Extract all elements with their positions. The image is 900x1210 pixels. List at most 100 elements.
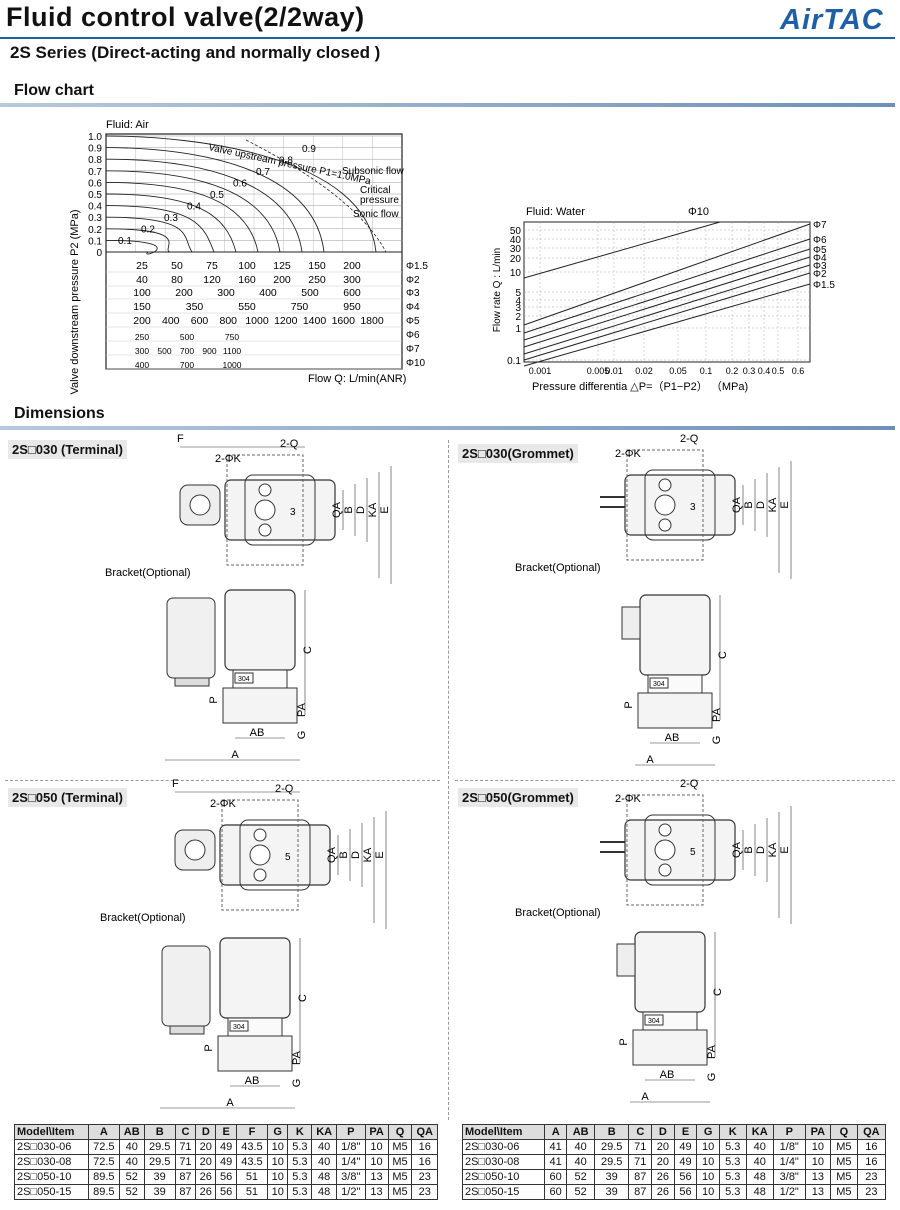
air-ytick: 0.1 [88, 236, 102, 247]
dimension-label: E [374, 851, 386, 858]
phik-label: 2-ΦK [615, 448, 642, 460]
grommet [616, 943, 636, 977]
scale-value: 1000 [223, 360, 242, 370]
table-cell: 13 [804, 1169, 832, 1185]
curve-label: 0.2 [141, 225, 155, 236]
air-ytick: 0.3 [88, 213, 102, 224]
scale-value: 125 [273, 260, 291, 272]
table-cell: M5 [830, 1139, 858, 1155]
scale-value: 400 [135, 360, 149, 370]
air-ytick: 0.7 [88, 167, 102, 178]
q-label: 2-Q [680, 778, 699, 790]
curve-label: 0.8 [279, 156, 293, 167]
table-cell: 52 [118, 1184, 145, 1200]
table-cell: 52 [566, 1184, 595, 1200]
port-circle [254, 499, 276, 521]
water-xtick: 0.02 [635, 366, 653, 376]
scale-value: 500 [301, 287, 319, 299]
table-cell: 41 [543, 1154, 568, 1170]
table-cell: 52 [118, 1169, 145, 1185]
air-ytick: 0.4 [88, 202, 102, 213]
table-cell: 23 [411, 1169, 438, 1185]
scale-value: 400 [162, 315, 180, 327]
scale-value: 700 [180, 360, 194, 370]
dimension-label: PA [706, 1044, 718, 1059]
dimension-label: C [302, 646, 314, 654]
scale-value: 950 [343, 301, 361, 313]
table-cell: 10 [696, 1139, 720, 1155]
table-cell: 5.3 [718, 1139, 747, 1155]
dimension-label: A [231, 749, 239, 761]
scale-value: 160 [238, 274, 256, 286]
scale-value: 750 [291, 301, 309, 313]
water-ytick: 0.1 [507, 356, 521, 367]
table-cell: 16 [856, 1154, 887, 1170]
table-header-cell: QA [411, 1124, 438, 1140]
table-cell: 87 [174, 1169, 197, 1185]
curve-label: 0.4 [187, 202, 201, 213]
dimension-label: QA [731, 496, 743, 513]
f-label: F [172, 778, 179, 790]
dimension-label: C [712, 988, 724, 996]
table-header-cell: PA [804, 1124, 832, 1140]
terminal-connector [166, 597, 216, 679]
table-cell: 13 [364, 1169, 389, 1185]
dimension-label: G [711, 736, 723, 745]
dimension-label: D [350, 851, 362, 859]
table-cell: 52 [566, 1169, 595, 1185]
table-cell: 20 [195, 1154, 217, 1170]
air-fluid-label: Fluid: Air [106, 119, 149, 131]
water-ytick: 40 [510, 235, 522, 246]
scale-value: 700 [180, 346, 194, 356]
table-header-cell: Q [830, 1124, 858, 1140]
port-number: 3 [290, 507, 296, 518]
dimension-label: B [743, 501, 755, 508]
port-body [632, 1029, 708, 1066]
dimension-label: B [743, 846, 755, 853]
table-cell: 10 [696, 1184, 720, 1200]
f-label: F [177, 433, 184, 445]
material-tag: 304 [653, 681, 665, 688]
port-body [222, 687, 298, 724]
table-cell: 49 [673, 1139, 698, 1155]
table-cell: 56 [215, 1169, 237, 1185]
pressure-curve [105, 205, 215, 253]
dimension-label: E [779, 501, 791, 508]
air-xlabel: Flow Q: L/min(ANR) [308, 373, 406, 385]
coil-body [634, 931, 706, 1013]
water-xtick: 0.4 [758, 366, 771, 376]
table-cell: 29.5 [593, 1154, 630, 1170]
series-label: Φ6 [813, 235, 827, 246]
scale-value: 100 [133, 287, 151, 299]
table-cell: 39 [143, 1169, 176, 1185]
phik-label: 2-ΦK [210, 798, 237, 810]
dimension-label: QA [331, 501, 343, 518]
critical-label-2: pressure [360, 195, 399, 206]
scale-value: 600 [191, 315, 209, 327]
drawing-caption: 2S□050 (Terminal) [8, 788, 127, 807]
scale-value: 250 [135, 332, 149, 342]
port-number: 5 [285, 852, 291, 863]
dimension-label: KA [767, 842, 779, 857]
table-cell: M5 [387, 1184, 413, 1200]
pressure-curve [105, 135, 377, 253]
table-cell: 29.5 [593, 1139, 630, 1155]
table-cell: 5.3 [287, 1154, 313, 1170]
table-header-cell: Q [387, 1124, 413, 1140]
air-flow-chart: Fluid: Air 1.00.90.80.70.60.50.40.30.20.… [69, 119, 428, 395]
table-cell: M5 [830, 1169, 858, 1185]
table-cell: 16 [411, 1154, 438, 1170]
terminal-connector [161, 945, 211, 1027]
table-cell: M5 [387, 1154, 413, 1170]
table-header-cell: D [651, 1124, 675, 1140]
pressure-curve [105, 228, 171, 253]
scale-label: Φ1.5 [406, 261, 428, 272]
scale-value: 500 [157, 346, 171, 356]
dimension-label: AB [660, 1069, 675, 1081]
table-cell: 71 [174, 1139, 197, 1155]
scale-value: 150 [308, 260, 326, 272]
